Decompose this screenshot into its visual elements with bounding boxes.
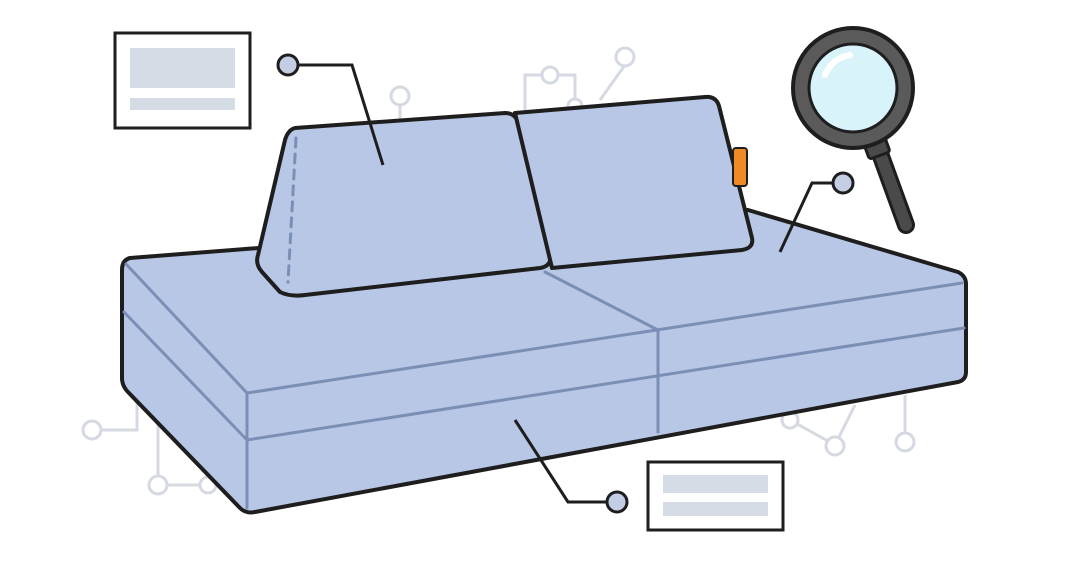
callout-label-icon [646, 460, 785, 532]
callout-dot [276, 53, 855, 514]
circuit-line-icon [81, 46, 916, 496]
magnifying-glass-icon [791, 26, 915, 234]
callout-label-icon [113, 31, 252, 130]
callout-pointer [298, 63, 833, 504]
sofa-icon [120, 94, 968, 515]
